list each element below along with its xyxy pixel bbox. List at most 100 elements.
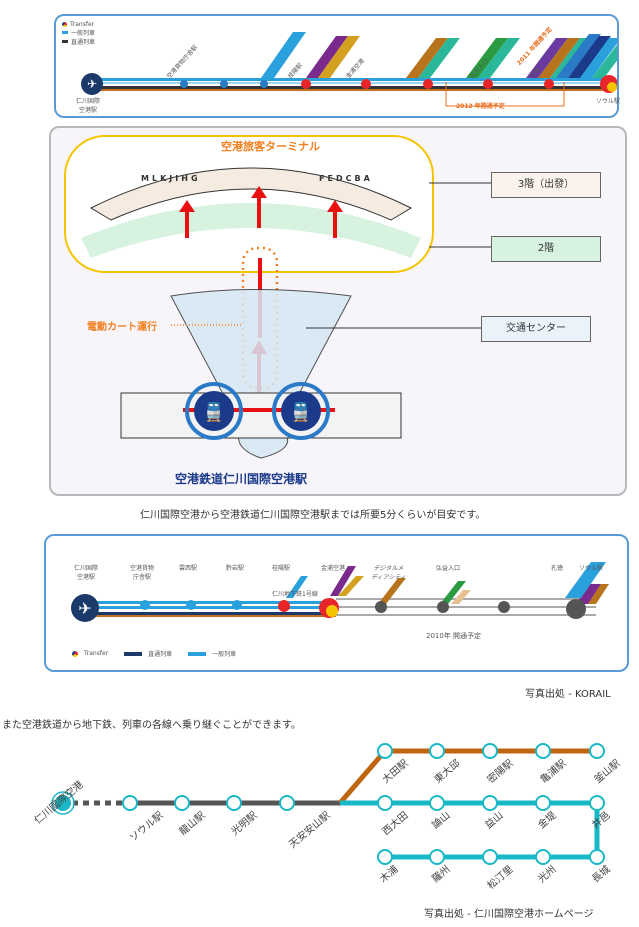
gate-label: B [354,174,361,183]
map2-legend: Transfer 直通列車 一般列車 [72,649,236,658]
station-dot [377,795,393,811]
floor3-label: 3階（出發） [491,172,601,198]
station-label: 空港貨物 庁舎駅 [130,565,155,581]
transfer-icon [62,22,67,27]
station-dot [429,795,445,811]
station-dot [122,795,138,811]
line-banner [576,584,601,604]
station-dot [482,795,498,811]
gate-label: K [160,174,167,183]
line-banner [338,576,364,596]
line-banner [440,581,466,604]
station-dot [535,743,551,759]
terminal-title: 空港旅客ターミナル [221,140,320,153]
station-label: 雲西駅 [179,565,198,572]
station-ring [185,382,243,440]
route-map-bottom [51,743,605,865]
transfer-icon [361,79,371,89]
map1-svg: ✈ [81,32,617,107]
station-label: 桂陽駅 [272,565,291,572]
gate-label: L [151,174,158,183]
airport-icon [81,73,103,95]
gate-label: M [141,174,149,183]
gate-label: C [345,174,352,183]
photo-credit-korail: 写真出処 - KORAIL [525,689,611,700]
transfer-icon [278,600,290,612]
legend-local: 一般列車 [212,651,237,658]
map2-svg: ✈ [71,562,609,622]
legend-local: 一般列車 [71,30,96,37]
note-2012: 2012 年開通予定 [456,103,505,110]
gate-label: J [169,174,173,183]
legend-transfer: Transfer [70,21,95,28]
svg-text:🚆: 🚆 [290,401,312,423]
transfer-icon [72,650,78,657]
track-area [120,392,402,439]
origin-station-dot [53,793,73,813]
note-2010: 2010年 開通予定 [426,632,482,640]
gate-label: D [335,174,343,183]
transfer-icon-planned [566,599,586,619]
station-dot [232,600,242,610]
floor2-label: 2階 [491,236,601,262]
station-dot [377,849,393,865]
line-label: 仁川地下鉄1号線 [272,591,318,598]
station-dot [429,849,445,865]
line-banner-seoul [556,34,617,78]
station-dot [260,80,268,88]
line-banner-hongik [466,38,520,78]
photo-credit-airport: 写真出処 - 仁川国際空港ホームページ [424,909,594,920]
station-dot [482,743,498,759]
line-banner [588,584,609,604]
transfer-icon-planned [375,601,387,613]
legend-express: 直通列車 [148,651,173,658]
station-label: デジタルメ ディアシティ [371,565,406,581]
line-banner-dmc [406,38,460,78]
station-dot [220,80,228,88]
transport-center-label: 交通センター [481,316,591,342]
legend-express: 直通列車 [71,39,96,46]
transfer-icon-planned [498,601,510,613]
line-banner [565,562,606,598]
station-label: 金浦空港 [321,565,346,572]
local-line [94,78,604,81]
terminal-svg: 🚆 🚆 [64,135,491,459]
station-dot [535,849,551,865]
station-label: 仁川国際 空港駅 [74,565,99,581]
station-dot [535,795,551,811]
gate-label: G [190,174,198,183]
transfer-icon-planned [437,601,449,613]
airport-icon [71,594,99,622]
transfer-icon [483,79,493,89]
route-map-middle: ✈ 仁川国際 空港駅 空港貨物 庁舎駅 雲西駅 黔岩駅 桂陽駅 金浦空港 デジタ… [44,534,629,672]
station-dot [482,849,498,865]
station-label: ソウル駅 [579,565,604,572]
express-line-icon [124,651,143,656]
lower-line [340,800,600,860]
station-dot [589,795,605,811]
station-dot [429,743,445,759]
station-dot [186,600,196,610]
gate-label: E [327,174,333,183]
transfer-icon [423,79,433,89]
transfer-icon [544,79,554,89]
station-label: 孔徳 [551,565,564,572]
station-dot [377,743,393,759]
express-line [94,86,604,89]
station-dot [180,80,188,88]
transfer-icon [301,79,311,89]
gate-label: A [363,174,370,183]
line-banner [330,566,356,596]
line-banner-gyeyang [261,32,306,78]
legend-transfer: Transfer [84,650,109,657]
terminal-label: ソウル駅 [596,98,621,105]
caption-transfer-time: 仁川国際空港から空港鉄道仁川国際空港駅までは所要5分くらいが目安です。 [140,510,486,521]
station-dot [589,849,605,865]
gate-label: I [175,174,179,183]
route-map-top: Transfer 一般列車 直通列車 [54,14,621,118]
train-icon [194,391,234,431]
line-banner [378,578,406,604]
